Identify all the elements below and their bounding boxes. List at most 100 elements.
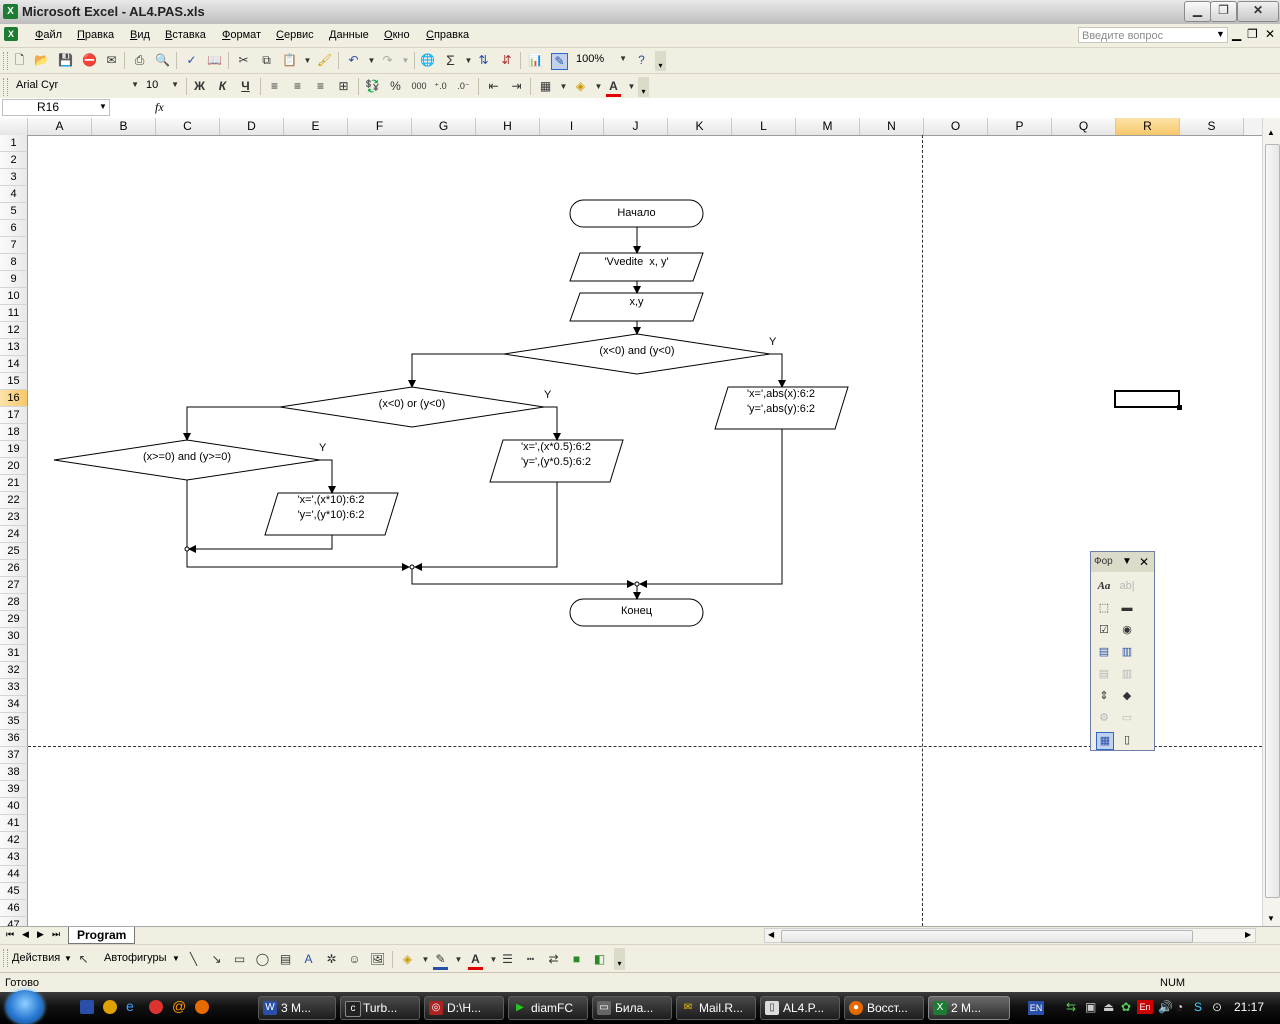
tray-misc-icon[interactable]: ⊙ — [1212, 1000, 1223, 1014]
textbox-icon[interactable]: ▤ — [279, 952, 292, 966]
line-color-icon[interactable]: ✎ — [433, 952, 448, 970]
column-header-s[interactable]: S — [1180, 118, 1244, 135]
autosum-icon[interactable]: Σ — [446, 52, 455, 68]
quicklaunch-app-icon[interactable] — [103, 1000, 117, 1014]
list-box-icon[interactable]: ▤ — [1098, 646, 1110, 658]
task-bila[interactable]: ▭Била... — [592, 996, 672, 1020]
menu-help[interactable]: Справка — [426, 29, 470, 41]
help-icon[interactable]: ? — [638, 53, 645, 67]
row-header-1[interactable]: 1 — [0, 135, 28, 152]
column-header-q[interactable]: Q — [1052, 118, 1116, 135]
column-header-g[interactable]: G — [412, 118, 476, 135]
chevron-down-icon[interactable]: ▼ — [1122, 556, 1132, 567]
row-header-22[interactable]: 22 — [0, 492, 28, 509]
row-header-42[interactable]: 42 — [0, 832, 28, 849]
row-header-15[interactable]: 15 — [0, 373, 28, 390]
menu-data[interactable]: Данные — [329, 29, 369, 41]
hyperlink-icon[interactable]: 🌐 — [420, 53, 435, 67]
toolbar-options-icon[interactable]: ▾ — [614, 948, 625, 970]
oval-icon[interactable]: ◯ — [255, 952, 270, 966]
row-header-28[interactable]: 28 — [0, 594, 28, 611]
insert-function-button[interactable]: fx — [155, 100, 164, 114]
underline-button[interactable]: Ч — [241, 79, 250, 93]
toolbar-options-icon[interactable]: ▾ — [638, 77, 649, 97]
run-dialog-icon[interactable]: ▯ — [1123, 734, 1131, 746]
out2-shape[interactable] — [489, 439, 624, 483]
language-indicator[interactable]: EN — [1028, 1001, 1044, 1015]
sort-ascending-icon[interactable]: ⇅ — [478, 53, 489, 67]
fill-color-icon[interactable]: ◈ — [402, 952, 413, 966]
document-icon[interactable]: X — [4, 27, 18, 41]
column-header-k[interactable]: K — [668, 118, 732, 135]
task-explorer[interactable]: ◎D:\Н... — [424, 996, 504, 1020]
3d-icon[interactable]: ◧ — [593, 952, 606, 966]
select-all-corner[interactable] — [0, 118, 28, 135]
menu-view[interactable]: Вид — [130, 29, 150, 41]
row-header-19[interactable]: 19 — [0, 441, 28, 458]
task-mail[interactable]: ✉Mail.R... — [676, 996, 756, 1020]
dash-style-icon[interactable]: ┅ — [526, 952, 535, 966]
row-header-24[interactable]: 24 — [0, 526, 28, 543]
row-header-10[interactable]: 10 — [0, 288, 28, 305]
doc-restore-icon[interactable]: ❐ — [1247, 27, 1258, 41]
horizontal-scroll-thumb[interactable] — [781, 930, 1193, 943]
restore-button[interactable]: ❐ — [1210, 1, 1237, 22]
row-header-18[interactable]: 18 — [0, 424, 28, 441]
opera-icon[interactable] — [149, 1000, 163, 1014]
italic-button[interactable]: К — [218, 79, 227, 93]
font-color-icon[interactable]: A — [468, 952, 483, 970]
increase-decimal-icon[interactable]: ⁺.0 — [434, 81, 447, 91]
column-header-h[interactable]: H — [476, 118, 540, 135]
row-header-35[interactable]: 35 — [0, 713, 28, 730]
cond2-diamond[interactable] — [279, 386, 545, 428]
undo-dropdown-icon[interactable]: ▼ — [367, 56, 376, 65]
vertical-scrollbar[interactable]: ▲ ▼ — [1262, 118, 1280, 926]
menu-insert[interactable]: Вставка — [165, 29, 206, 41]
new-icon[interactable]: 🗋 — [14, 53, 25, 67]
close-icon[interactable]: ✕ — [1139, 555, 1150, 569]
merge-center-icon[interactable]: ⊞ — [338, 79, 349, 93]
row-header-37[interactable]: 37 — [0, 747, 28, 764]
combo-box-icon[interactable]: ▥ — [1121, 646, 1133, 658]
row-header-40[interactable]: 40 — [0, 798, 28, 815]
doc-close-icon[interactable]: ✕ — [1265, 27, 1276, 41]
spelling-icon[interactable]: ✓ — [186, 53, 197, 67]
print-icon[interactable]: ⎙ — [134, 53, 145, 67]
shadow-icon[interactable]: ■ — [572, 952, 581, 966]
currency-icon[interactable]: 💱 — [365, 79, 380, 93]
fill-color-dropdown-icon[interactable]: ▼ — [594, 82, 603, 91]
row-header-34[interactable]: 34 — [0, 696, 28, 713]
row-header-38[interactable]: 38 — [0, 764, 28, 781]
tray-keyboard-layout[interactable]: En — [1137, 1000, 1153, 1014]
decrease-decimal-icon[interactable]: .0⁻ — [457, 81, 470, 91]
print-preview-icon[interactable]: 🔍 — [155, 53, 170, 67]
zoom-combo[interactable]: 100%▼ — [576, 53, 627, 65]
close-button[interactable]: ✕ — [1237, 1, 1279, 22]
increase-indent-icon[interactable]: ⇥ — [511, 79, 522, 93]
row-header-25[interactable]: 25 — [0, 543, 28, 560]
row-header-36[interactable]: 36 — [0, 730, 28, 747]
row-header-30[interactable]: 30 — [0, 628, 28, 645]
menu-format[interactable]: Формат — [222, 29, 262, 41]
vertical-scroll-thumb[interactable] — [1265, 144, 1280, 898]
borders-dropdown-icon[interactable]: ▼ — [559, 82, 568, 91]
mail-icon[interactable]: @ — [172, 998, 187, 1014]
paste-icon[interactable]: 📋 — [282, 53, 297, 67]
column-header-n[interactable]: N — [860, 118, 924, 135]
row-header-11[interactable]: 11 — [0, 305, 28, 322]
column-header-l[interactable]: L — [732, 118, 796, 135]
start-button[interactable] — [6, 990, 44, 1024]
row-header-2[interactable]: 2 — [0, 152, 28, 169]
task-al4[interactable]: ▯AL4.P... — [760, 996, 840, 1020]
tray-safely-remove-icon[interactable]: ⏏ — [1103, 1000, 1115, 1014]
row-header-44[interactable]: 44 — [0, 866, 28, 883]
drawing-toggle-icon[interactable]: ✎ — [551, 53, 568, 70]
borders-icon[interactable]: ▦ — [539, 79, 552, 93]
toolbar-grip[interactable] — [3, 949, 8, 967]
font-color-dropdown-icon[interactable]: ▼ — [627, 82, 636, 91]
ie-icon[interactable]: e — [126, 998, 134, 1014]
row-header-41[interactable]: 41 — [0, 815, 28, 832]
